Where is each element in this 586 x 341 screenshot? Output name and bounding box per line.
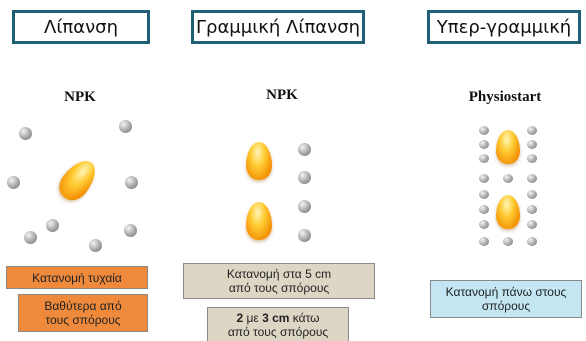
fertilizer-pellet <box>527 237 537 246</box>
label-text: Βαθύτερα από <box>44 299 122 313</box>
label-bold-3cm: 3 cm <box>262 310 290 325</box>
panel-title-band: NPK <box>266 87 298 103</box>
label-text: Κατανομή στα 5 cm <box>226 267 332 281</box>
label-deeper-than-seeds: Βαθύτερα από τους σπόρους <box>18 294 148 332</box>
fertilizer-pellet <box>527 220 537 229</box>
fertilizer-pellet <box>479 190 489 199</box>
header-broadcast-fertilization: Λίπανση <box>12 10 150 44</box>
label-random-distribution: Κατανομή τυχαία <box>6 266 148 289</box>
fertilizer-pellet <box>479 205 489 214</box>
fertilizer-pellet <box>527 174 537 183</box>
fertilizer-pellet <box>503 174 513 183</box>
fertilizer-pellet <box>527 205 537 214</box>
seed-icon <box>246 202 272 240</box>
fertilizer-pellet <box>298 171 311 184</box>
panel-title-broadcast: NPK <box>64 89 96 105</box>
fertilizer-pellet <box>24 231 37 244</box>
fertilizer-pellet <box>479 126 489 135</box>
fertilizer-pellet <box>298 143 311 156</box>
fertilizer-pellet <box>479 174 489 183</box>
seed-icon <box>246 142 272 180</box>
fertilizer-pellet <box>479 140 489 149</box>
label-rest: κάτω <box>289 310 320 325</box>
seed-icon <box>53 154 103 206</box>
fertilizer-pellet <box>527 154 537 163</box>
fertilizer-pellet <box>119 120 132 133</box>
label-depth-below-seeds: 2 με 3 cm κάτω από τους σπόρους <box>207 307 349 341</box>
label-text: από τους σπόρους <box>228 281 330 295</box>
fertilizer-pellet <box>298 229 311 242</box>
label-text: σπόρους <box>481 299 531 313</box>
fertilizer-pellet <box>7 176 20 189</box>
seed-icon <box>496 195 520 229</box>
label-mid: με <box>243 310 263 325</box>
fertilizer-pellet <box>479 154 489 163</box>
label-text: Κατανομή πάνω στους <box>445 285 567 299</box>
fertilizer-pellet <box>298 200 311 213</box>
fertilizer-pellet <box>46 219 59 232</box>
seed-icon <box>496 130 520 164</box>
header-band-fertilization: Γραμμική Λίπανση <box>191 10 365 44</box>
label-text: 2 με 3 cm κάτω <box>228 311 328 325</box>
label-on-top-of-seeds: Κατανομή πάνω στους σπόρους <box>430 280 582 318</box>
fertilizer-pellet <box>479 237 489 246</box>
fertilizer-pellet <box>124 224 137 237</box>
fertilizer-pellet <box>19 127 32 140</box>
header-hyperlinear-fertilization: Υπερ-γραμμική <box>427 10 581 44</box>
fertilizer-pellet <box>527 140 537 149</box>
fertilizer-pellet <box>89 239 102 252</box>
fertilizer-pellet <box>125 176 138 189</box>
fertilizer-pellet <box>527 190 537 199</box>
label-text: από τους σπόρους <box>227 324 329 339</box>
label-distribution-5cm: Κατανομή στα 5 cm από τους σπόρους <box>183 263 375 299</box>
label-text: Κατανομή τυχαία <box>32 270 122 285</box>
fertilizer-pellet <box>503 237 513 246</box>
fertilizer-pellet <box>527 126 537 135</box>
label-text: τους σπόρους <box>45 313 121 327</box>
panel-title-hyperlinear: Physiostart <box>468 89 542 105</box>
label-bold-2: 2 <box>236 310 244 325</box>
fertilizer-pellet <box>479 220 489 229</box>
